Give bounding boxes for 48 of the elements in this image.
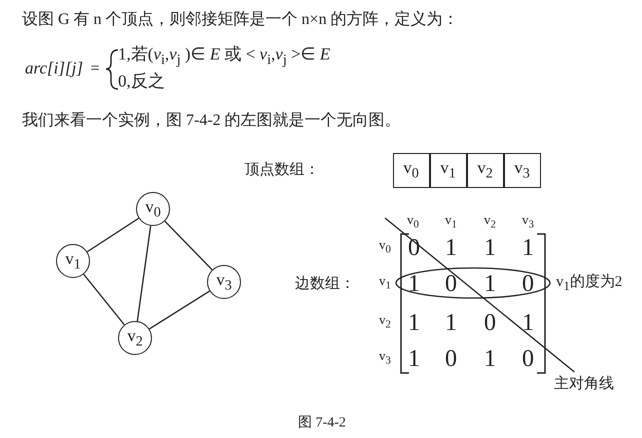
array-cell: v$_{3}$ [504, 152, 540, 188]
array-cell: v$_{1}$ [430, 152, 466, 188]
column-header: v$_{0}$ [407, 212, 419, 232]
paragraph: 我们来看一个实例，图 7-4-2 的左图就是一个无向图。 [22, 112, 401, 130]
column-header: v$_{1}$ [445, 212, 457, 232]
matrix-entry: 1 [408, 270, 420, 298]
matrix-entry: 1 [522, 234, 534, 262]
formula-text: 0,反之 [118, 72, 165, 92]
vertex-circle: v$_{3}$ [207, 265, 241, 299]
edge-line [83, 274, 125, 326]
edge-line [164, 220, 213, 270]
vertex-circle: v$_{0}$ [136, 192, 170, 226]
array-label: 顶点数组： [244, 162, 320, 178]
row-header: v$_{1}$ [379, 274, 391, 292]
matrix-entry: 1 [445, 310, 457, 336]
matrix-entry: 1 [408, 346, 420, 372]
matrix-entry: 1 [445, 234, 457, 262]
matrix-entry: 0 [445, 346, 457, 372]
formula-lhs: arc[i][j] [25, 60, 83, 78]
matrix-entry: 0 [522, 346, 534, 372]
vertex-circle: v$_{2}$ [118, 321, 152, 355]
column-header: v$_{3}$ [522, 212, 534, 232]
array-cell: v$_{0}$ [392, 152, 430, 188]
paragraph: 设图 G 有 n 个顶点，则邻接矩阵是一个 n×n 的方阵，定义为： [22, 11, 459, 29]
edge-line [86, 218, 140, 252]
vertex-circle: v$_{1}$ [56, 244, 90, 278]
formula-text: = [90, 60, 100, 78]
annotation-label: 主对角线 [554, 372, 622, 394]
formula-text: 1,若(v$_{i}$,v$_{j}$ )∈ E 或 < v$_{i}$,v$_{j}$ >∈ E [118, 46, 330, 68]
annotation-label: v$_{1}$的度为2 [556, 274, 622, 294]
row-header: v$_{2}$ [379, 312, 391, 332]
array-cell: v$_{2}$ [466, 152, 504, 188]
matrix-entry: 0 [522, 270, 534, 298]
row-header: v$_{0}$ [379, 238, 391, 256]
matrix-entry: 1 [408, 310, 420, 336]
matrix-entry: 0 [445, 270, 457, 298]
matrix-entry: 0 [484, 310, 496, 336]
matrix-entry: 1 [484, 346, 496, 372]
row-header: v$_{3}$ [379, 348, 391, 368]
matrix-entry: 1 [522, 310, 534, 336]
column-header: v$_{2}$ [484, 212, 496, 232]
array-label: 边数组： [295, 276, 355, 292]
edge-line [149, 290, 210, 330]
edge-line [136, 226, 152, 322]
leader-line [384, 218, 575, 372]
matrix-entry: 1 [484, 270, 496, 298]
matrix-entry: 1 [484, 234, 496, 262]
figure-caption: 图 7-4-2 [298, 415, 346, 431]
